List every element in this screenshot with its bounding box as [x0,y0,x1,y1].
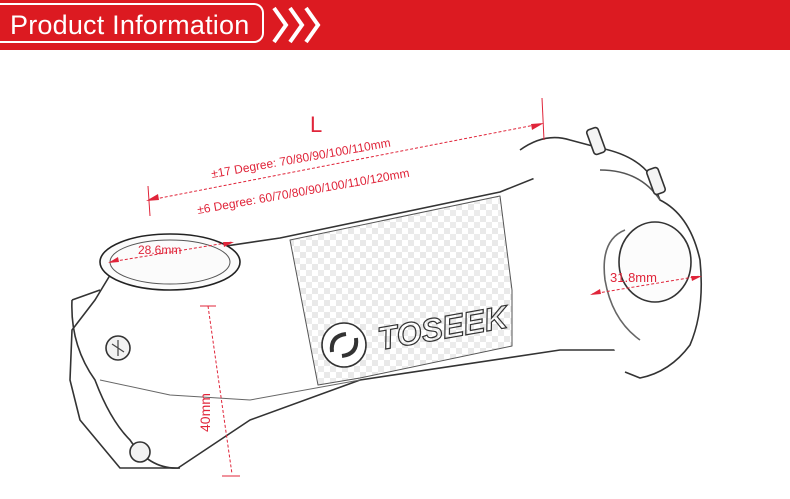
steerer-diameter-dimension [108,241,234,263]
chevron-right-icon [272,6,321,44]
clamp-diameter-dimension [590,275,702,295]
length-symbol: L [310,112,322,137]
steerer-opening [99,233,241,291]
page-title: Product Information [10,10,250,40]
title-box: Product Information [0,3,264,43]
stack-height-dimension [200,305,240,477]
stack-height-label: 40mm [197,393,213,432]
length-dimension [146,97,545,217]
steerer-diameter-label: 28.6mm [138,243,181,257]
clamp-diameter-label: 31.8mm [610,270,657,285]
toseek-s-logo-icon [321,322,367,368]
handlebar-clamp-opening [618,221,692,303]
